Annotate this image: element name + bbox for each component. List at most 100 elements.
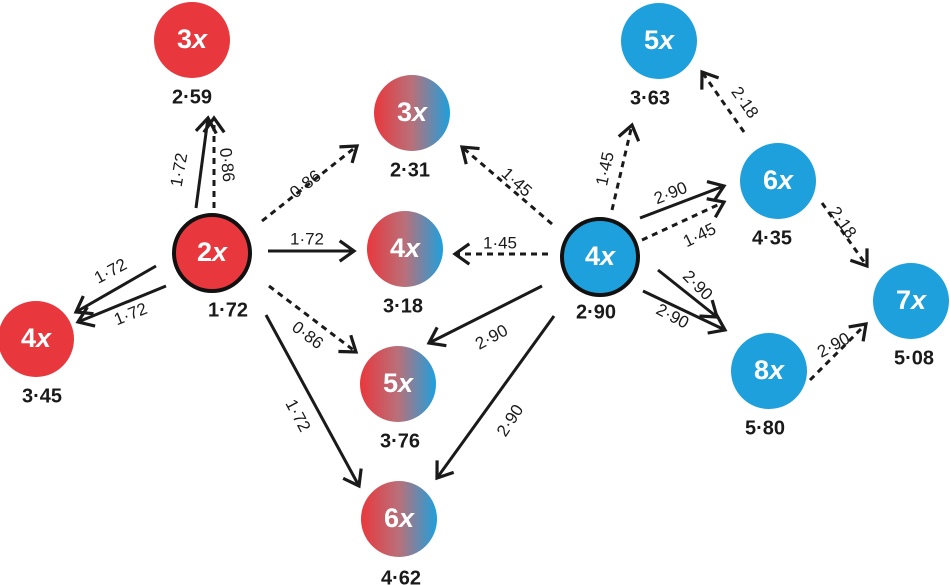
arrowhead-icon [75, 306, 96, 328]
node-coefficient: 5 [644, 25, 659, 55]
node-label: 4x [390, 233, 421, 263]
node-circle [154, 2, 230, 78]
node-m4: 4x 3·18 [367, 211, 443, 317]
edge-r2-to-m4: 1·72 [268, 229, 357, 263]
edge-line [435, 315, 556, 479]
node-variable: x [657, 25, 675, 55]
node-variable: x [403, 233, 421, 263]
edge-label: 0·86 [288, 317, 327, 353]
edge-label: 2·90 [653, 300, 692, 333]
node-circle [361, 481, 437, 557]
edge-b4-to-b6: 2·90 [639, 178, 727, 220]
arrowhead-icon [426, 326, 447, 348]
edge-line [261, 144, 358, 223]
arrowhead-icon [848, 322, 868, 342]
node-value: 3·63 [630, 87, 670, 109]
edge-line [820, 202, 869, 267]
edge-label: 0·86 [216, 147, 238, 183]
edge-label: 2·90 [651, 178, 690, 208]
node-value: 2·31 [390, 159, 430, 181]
node-m6: 6x4·62 [361, 481, 437, 585]
node-coefficient: 4 [21, 323, 36, 353]
node-coefficient: 8 [754, 355, 769, 385]
node-b4: 4x 2·90 [560, 217, 640, 323]
node-label: 2x [197, 237, 228, 267]
edge-line [642, 289, 726, 332]
node-value: 3·45 [22, 385, 62, 407]
node-value: 5·80 [745, 417, 785, 439]
node-circle [172, 213, 252, 293]
edge-line [194, 117, 210, 209]
node-variable: x [909, 285, 927, 315]
arrowhead-icon [452, 242, 471, 266]
edge-label: 2·90 [679, 267, 716, 304]
node-circle [740, 143, 816, 219]
edge-label: 2·18 [825, 203, 860, 242]
node-value: 5·08 [894, 347, 934, 369]
node-value: 3·18 [383, 295, 423, 317]
edge-label: 1·72 [91, 255, 130, 288]
edge-label: 2·18 [727, 83, 762, 122]
edge-line [610, 124, 634, 211]
node-b5: 5x 3·63 [621, 3, 697, 109]
node-m3: 3x 2·31 [374, 75, 450, 181]
node-label: 6x [763, 165, 794, 195]
node-r4: 4x3·45 [0, 301, 74, 407]
node-label: 5x [644, 25, 675, 55]
edge-label: 1·72 [111, 299, 150, 329]
node-circle [560, 217, 640, 297]
arrowhead-icon [706, 197, 727, 219]
node-r3: 3x2·59 [154, 2, 230, 108]
node-label: 6x [384, 503, 415, 533]
node-variable: x [776, 165, 794, 195]
edge-r2-to-m3: 0·86 [261, 144, 360, 223]
edge-r2-to-r4: 1·72 [75, 284, 167, 329]
arrowhead-icon [338, 239, 357, 263]
node-circle [731, 333, 807, 409]
node-r2: 2x1·72 [172, 213, 252, 321]
edge-label: 1·45 [680, 219, 719, 251]
node-value: 3·76 [380, 430, 420, 452]
edge-label: 1·72 [282, 396, 315, 435]
node-coefficient: 2 [197, 237, 212, 267]
arrowhead-icon [700, 69, 720, 90]
arrowhead-icon [202, 115, 226, 134]
arrowhead-icon [706, 179, 727, 202]
node-coefficient: 6 [763, 165, 778, 195]
node-variable: x [767, 355, 785, 385]
node-variable: x [598, 241, 616, 271]
node-b7: 7x5·08 [873, 263, 949, 369]
edge-r2-to-r3: 1·72 [167, 115, 218, 209]
node-coefficient: 5 [383, 368, 398, 398]
edge-label: 2·90 [493, 401, 527, 440]
node-variable: x [397, 503, 415, 533]
node-coefficient: 3 [397, 97, 412, 127]
node-label: 5x [383, 368, 414, 398]
node-label: 3x [177, 24, 208, 54]
edge-line [641, 200, 725, 242]
arrowhead-icon [342, 468, 363, 489]
arrowhead-icon [339, 144, 360, 164]
edge-label: 1·72 [290, 229, 324, 248]
arrowhead-icon [617, 122, 641, 142]
arrowhead-icon [435, 460, 455, 481]
node-value: 2·90 [576, 301, 616, 323]
edge-b4-to-b6: 1·45 [641, 197, 727, 251]
arrowhead-icon [73, 295, 94, 316]
edge-b4-to-m3: 1·45 [459, 145, 553, 226]
node-label: 8x [754, 355, 785, 385]
edge-b8-to-b7: 2·90 [808, 322, 868, 382]
node-coefficient: 4 [585, 241, 600, 271]
node-m5: 5x 3·76 [360, 346, 436, 452]
node-label: 3x [397, 97, 428, 127]
node-b6: 6x4·35 [740, 143, 816, 249]
node-b8: 8x 5·80 [731, 333, 807, 439]
edge-label: 1·72 [167, 151, 192, 188]
edge-label: 1·45 [483, 233, 517, 252]
node-variable: x [410, 97, 428, 127]
edge-line [77, 284, 167, 324]
node-circle [360, 346, 436, 422]
